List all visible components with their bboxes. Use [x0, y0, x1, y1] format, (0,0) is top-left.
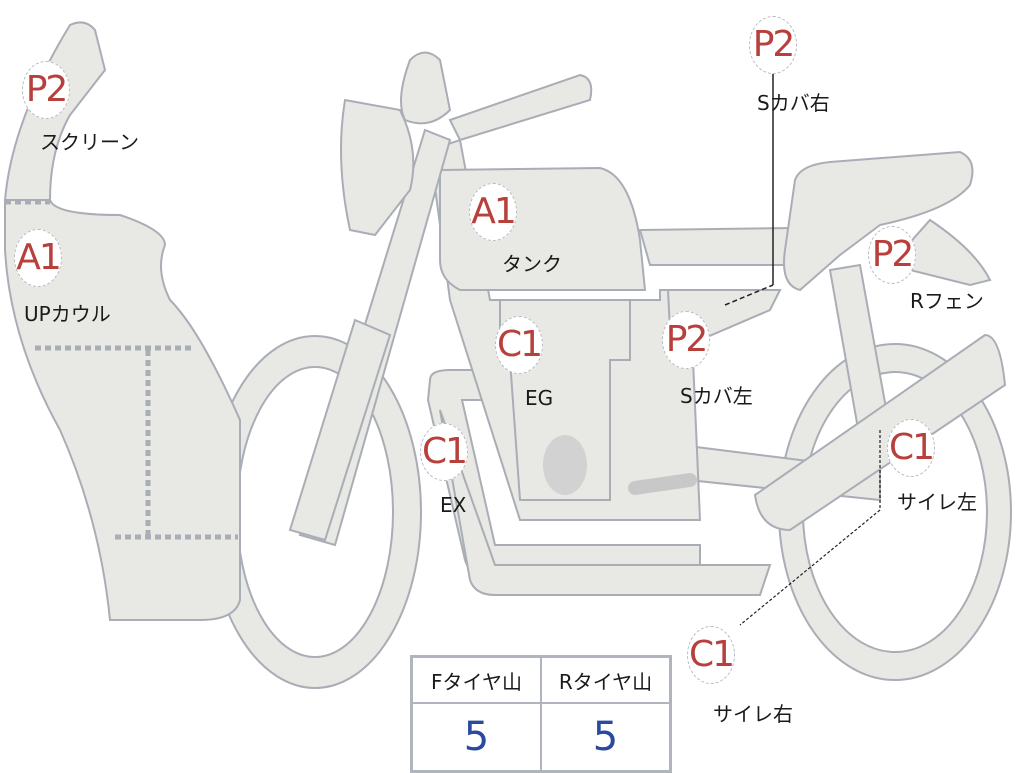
mirror	[400, 51, 452, 125]
seat-front	[638, 226, 791, 266]
part-label: UPカウル	[24, 302, 111, 326]
leader-line	[739, 430, 881, 626]
handlebar	[448, 73, 593, 142]
part-label: サイレ右	[713, 702, 793, 726]
grade-badge: C1	[495, 316, 543, 374]
headlight	[340, 98, 415, 237]
part-label: Sカバ左	[680, 384, 753, 408]
grade-badge: P2	[749, 16, 797, 74]
grade-badge: C1	[887, 419, 935, 477]
part-label: スクリーン	[40, 130, 139, 154]
grade-badge: P2	[868, 226, 916, 284]
part-label: EX	[440, 493, 467, 517]
front-tire-value: 5	[410, 702, 542, 773]
grade-badge: C1	[420, 423, 468, 481]
grade-badge: A1	[469, 183, 517, 241]
part-label: EG	[525, 386, 554, 410]
rear-tire-value: 5	[540, 702, 672, 773]
part-label: サイレ左	[897, 490, 977, 514]
grade-badge: P2	[662, 311, 710, 369]
grade-badge: C1	[687, 626, 735, 684]
grade-badge: P2	[22, 61, 70, 119]
fork-cover	[288, 318, 392, 542]
front-tire-header: Fタイヤ山	[410, 655, 542, 704]
part-label: Sカバ右	[757, 91, 830, 115]
grade-badge: A1	[14, 229, 62, 287]
upper-cowl	[4, 199, 241, 621]
leader-line	[724, 284, 774, 306]
part-label: タンク	[502, 252, 562, 276]
rear-tire-header: Rタイヤ山	[540, 655, 672, 704]
divider-line	[35, 345, 238, 540]
footpeg	[628, 473, 697, 495]
exhaust-pipe-lower	[439, 409, 772, 596]
part-label: Rフェン	[910, 289, 984, 313]
seat	[783, 150, 974, 292]
engine-cover	[543, 435, 587, 495]
tire-tread-table: Fタイヤ山 Rタイヤ山 5 5	[410, 655, 672, 773]
rear-fender	[888, 218, 992, 287]
